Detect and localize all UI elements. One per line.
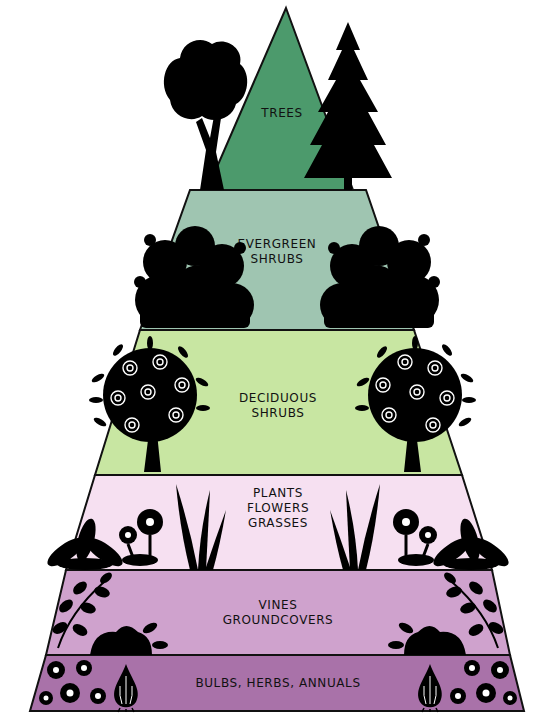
band-outline bbox=[66, 475, 492, 570]
pyramid-band: DECIDUOUS SHRUBS bbox=[95, 330, 462, 475]
band-outline bbox=[207, 8, 353, 190]
band-label: DECIDUOUS SHRUBS bbox=[232, 391, 324, 421]
band-label: TREES bbox=[247, 106, 317, 121]
band-label: PLANTS FLOWERS GRASSES bbox=[241, 486, 315, 531]
band-label: VINES GROUNDCOVERS bbox=[218, 598, 338, 628]
band-label: EVERGREEN SHRUBS bbox=[231, 237, 323, 267]
band-shape bbox=[207, 8, 353, 190]
tree-canopy bbox=[164, 40, 247, 120]
pyramid-band: TREES bbox=[207, 8, 353, 190]
band-shape bbox=[46, 570, 510, 655]
pyramid-band: VINES GROUNDCOVERS bbox=[46, 570, 510, 655]
pyramid-band: EVERGREEN SHRUBS bbox=[140, 190, 414, 330]
band-outline bbox=[30, 655, 524, 711]
band-outline bbox=[46, 570, 510, 655]
pyramid-band: BULBS, HERBS, ANNUALS bbox=[30, 655, 524, 711]
band-label: BULBS, HERBS, ANNUALS bbox=[128, 676, 428, 691]
pyramid-band: PLANTS FLOWERS GRASSES bbox=[66, 475, 492, 570]
band-outline bbox=[95, 330, 462, 475]
band-outline bbox=[140, 190, 414, 330]
